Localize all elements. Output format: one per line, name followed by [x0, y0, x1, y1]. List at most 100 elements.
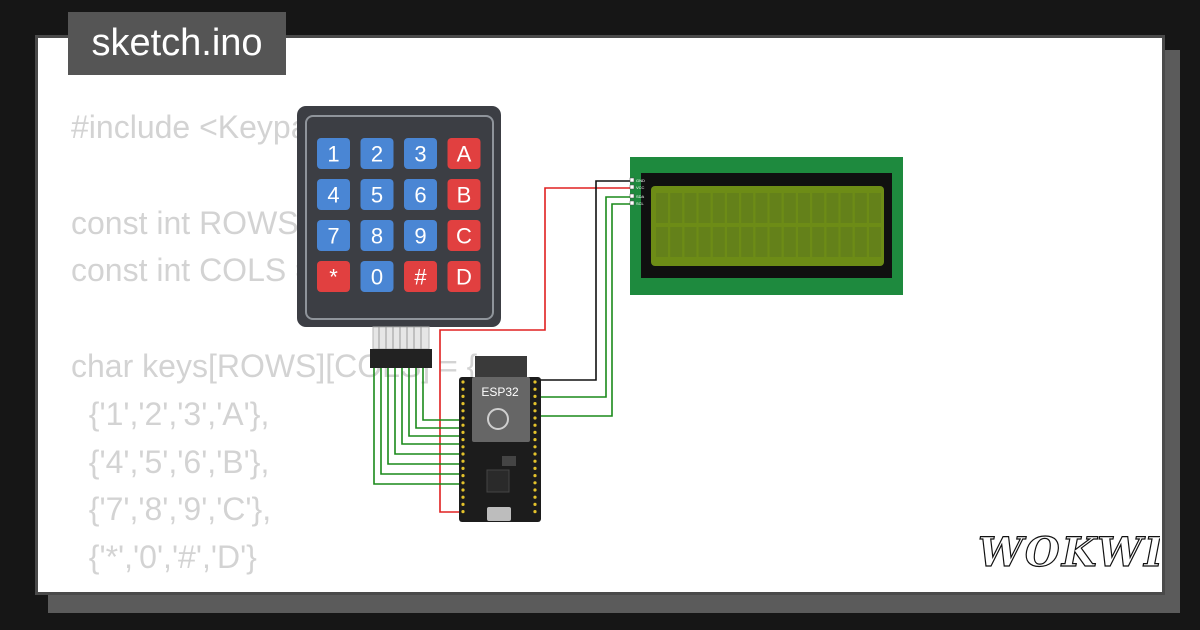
lcd-pins — [629, 177, 635, 206]
keypad-key[interactable]: 0 — [360, 261, 394, 292]
esp32-pin — [461, 510, 465, 514]
lcd-cell — [684, 227, 697, 257]
wire-kp — [394, 368, 462, 455]
keypad-key[interactable]: 6 — [404, 179, 437, 210]
wires — [373, 180, 632, 513]
code-line: {'*','0','#','D'} — [71, 539, 257, 576]
keypad-key[interactable]: 8 — [360, 220, 394, 251]
esp32-pin — [533, 452, 537, 456]
keypad-key[interactable]: 7 — [317, 220, 350, 251]
keypad-key-label: 0 — [371, 265, 383, 290]
keypad-key-face — [404, 220, 437, 251]
lcd-cell — [769, 227, 782, 257]
lcd-pin-label: VCC — [636, 185, 645, 190]
keypad-key-face — [317, 261, 350, 292]
lcd-cell — [812, 193, 825, 223]
lcd-cell — [741, 193, 754, 223]
keypad-key[interactable]: 3 — [404, 138, 437, 169]
lcd-pin-labels: GND VCC SDA SCL — [636, 178, 645, 206]
filename-tab[interactable]: sketch.ino — [68, 12, 286, 75]
keypad-key[interactable]: 4 — [317, 179, 350, 210]
lcd-pin-label: SDA — [636, 194, 645, 199]
lcd-pin — [629, 177, 635, 183]
wire-sda — [540, 196, 632, 398]
keypad-key-face — [447, 138, 481, 169]
keypad-key-face — [360, 261, 394, 292]
esp32-pin — [533, 423, 537, 427]
esp32-pin — [533, 445, 537, 449]
lcd-display: GND VCC SDA SCL — [629, 157, 903, 295]
lcd-cell — [727, 193, 739, 223]
lcd-cell — [854, 227, 867, 257]
lcd-cell — [698, 227, 711, 257]
keypad-key-label: 5 — [371, 183, 383, 208]
lcd-cell — [684, 193, 697, 223]
lcd-cell — [826, 227, 839, 257]
wire-gnd — [540, 180, 632, 381]
esp32-pin — [461, 387, 465, 391]
esp32-pin — [533, 459, 537, 463]
keypad-key[interactable]: # — [404, 261, 437, 292]
lcd-cell — [727, 227, 739, 257]
wokwi-logo-text: WOKWI — [978, 529, 1160, 576]
esp32-pin — [533, 495, 537, 499]
lcd-cell — [869, 227, 881, 257]
keypad-border — [305, 115, 494, 320]
lcd-cell — [755, 193, 768, 223]
esp32-pin — [461, 380, 465, 384]
lcd-cell — [741, 227, 754, 257]
lcd-cell — [769, 193, 782, 223]
esp32-pin — [461, 481, 465, 485]
keypad-key[interactable]: A — [447, 138, 481, 169]
code-line: {'4','5','6','B'}, — [71, 443, 270, 480]
esp32-pin — [461, 416, 465, 420]
lcd-cell — [798, 193, 810, 223]
wire-vcc — [439, 187, 632, 513]
lcd-cell — [840, 193, 853, 223]
esp32-pin — [461, 409, 465, 413]
esp32-pin — [533, 394, 537, 398]
esp32-pin — [461, 394, 465, 398]
wire-kp — [387, 368, 462, 465]
lcd-pin — [629, 184, 635, 190]
keypad-key[interactable]: 2 — [360, 138, 394, 169]
esp32-pin — [533, 438, 537, 442]
keypad-key-face — [360, 220, 394, 251]
keypad-key-label: 7 — [327, 224, 339, 249]
wire-kp — [380, 368, 462, 475]
lcd-pin-label: GND — [636, 178, 645, 183]
lcd-cell — [840, 227, 853, 257]
espressif-logo — [487, 408, 509, 430]
keypad-key[interactable]: C — [447, 220, 481, 251]
esp32-pin — [461, 488, 465, 492]
lcd-cell — [783, 193, 796, 223]
lcd-cell — [712, 227, 725, 257]
keypad-key[interactable]: B — [447, 179, 481, 210]
esp32-pin — [533, 474, 537, 478]
keypad-key-face — [404, 261, 437, 292]
esp32-pin — [461, 474, 465, 478]
code-line: {'7','8','9','C'}, — [71, 491, 272, 528]
keypad-key-face — [317, 179, 350, 210]
esp32-chip — [486, 469, 510, 493]
esp32-pin — [461, 445, 465, 449]
lcd-cell — [670, 227, 683, 257]
esp32-pin — [461, 502, 465, 506]
wokwi-logo: WOKWI — [977, 528, 1160, 576]
keypad-key[interactable]: 1 — [317, 138, 350, 169]
keypad-key-label: C — [456, 224, 472, 249]
esp32-antenna — [475, 356, 527, 378]
keypad-key[interactable]: * — [317, 261, 350, 292]
keypad-key-face — [447, 179, 481, 210]
ribbon-lines — [378, 327, 422, 349]
esp32-pin — [461, 495, 465, 499]
esp32-pin — [461, 430, 465, 434]
lcd-cell — [826, 193, 839, 223]
lcd-cell — [783, 227, 796, 257]
keypad-key[interactable]: 9 — [404, 220, 437, 251]
keypad-key[interactable]: 5 — [360, 179, 394, 210]
esp32-pin — [533, 466, 537, 470]
keypad-key[interactable]: D — [447, 261, 481, 292]
